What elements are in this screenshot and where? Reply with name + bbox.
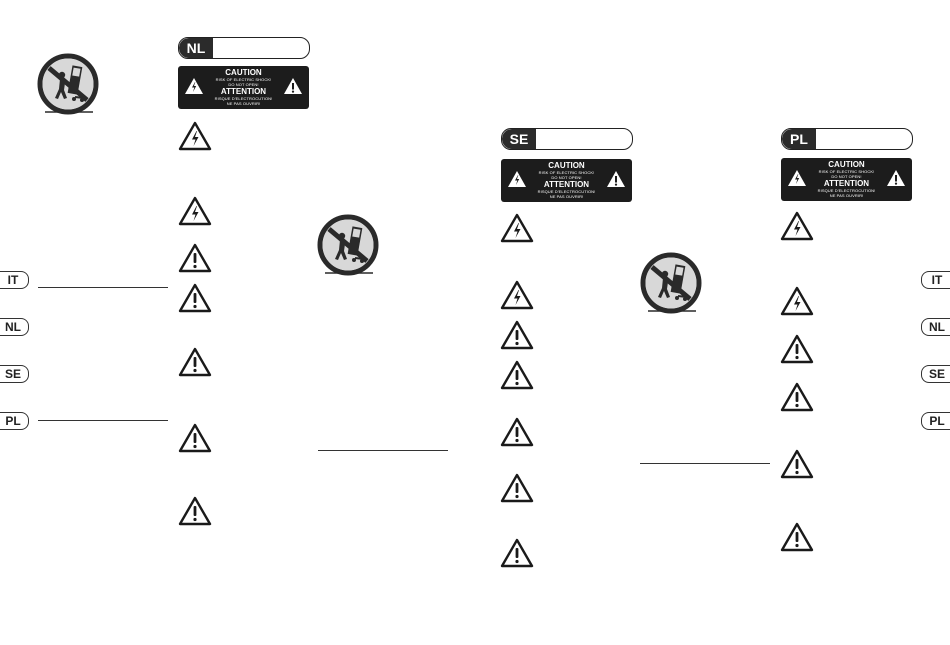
general-warning-icon <box>780 382 814 412</box>
divider-rule <box>318 450 448 451</box>
caution-title: CAUTION <box>828 160 865 169</box>
language-code: NL <box>179 38 213 58</box>
language-code: SE <box>502 129 536 149</box>
electric-shock-warning-icon <box>178 196 212 226</box>
general-warning-icon <box>886 169 906 187</box>
side-tab-pl[interactable]: PL <box>0 412 29 430</box>
side-tab-pl[interactable]: PL <box>921 412 950 430</box>
general-warning-icon <box>500 320 534 350</box>
caution-line: RISQUE D'ELECTROCUTION! <box>537 189 596 194</box>
side-tab-it[interactable]: IT <box>0 271 29 289</box>
general-warning-icon <box>178 283 212 313</box>
electric-shock-warning-icon <box>500 280 534 310</box>
divider-rule <box>640 463 770 464</box>
no-cart-tipover-icon <box>37 53 99 115</box>
caution-line: RISQUE D'ELECTROCUTION! <box>214 96 273 101</box>
caution-line: RISQUE D'ELECTROCUTION! <box>817 188 876 193</box>
language-header-se: SE <box>501 128 633 150</box>
attention-title: ATTENTION <box>543 180 590 189</box>
side-tab-nl[interactable]: NL <box>0 318 29 336</box>
general-warning-icon <box>500 360 534 390</box>
side-tab-it[interactable]: IT <box>921 271 950 289</box>
electric-shock-warning-icon <box>780 286 814 316</box>
caution-line: DO NOT OPEN! <box>551 175 582 180</box>
attention-title: ATTENTION <box>823 179 870 188</box>
general-warning-icon <box>500 473 534 503</box>
general-warning-icon <box>780 334 814 364</box>
general-warning-icon <box>780 522 814 552</box>
general-warning-icon <box>606 170 626 188</box>
electric-shock-warning-icon <box>184 77 204 95</box>
caution-line: NE PAS OUVRIR! <box>226 101 261 106</box>
general-warning-icon <box>780 449 814 479</box>
electric-shock-warning-icon <box>787 169 807 187</box>
caution-banner: CAUTION RISK OF ELECTRIC SHOCK! DO NOT O… <box>781 158 912 201</box>
divider-rule <box>38 287 168 288</box>
electric-shock-warning-icon <box>780 211 814 241</box>
side-tab-nl[interactable]: NL <box>921 318 950 336</box>
caution-line: NE PAS OUVRIR! <box>829 193 864 198</box>
attention-title: ATTENTION <box>220 87 267 96</box>
caution-line: RISK OF ELECTRIC SHOCK! <box>215 77 272 82</box>
no-cart-tipover-icon <box>640 252 702 314</box>
caution-line: NE PAS OUVRIR! <box>549 194 584 199</box>
caution-line: DO NOT OPEN! <box>228 82 259 87</box>
side-tab-se[interactable]: SE <box>921 365 950 383</box>
caution-banner: CAUTION RISK OF ELECTRIC SHOCK! DO NOT O… <box>501 159 632 202</box>
electric-shock-warning-icon <box>500 213 534 243</box>
divider-rule <box>38 420 168 421</box>
caution-title: CAUTION <box>548 161 585 170</box>
general-warning-icon <box>178 243 212 273</box>
electric-shock-warning-icon <box>178 121 212 151</box>
general-warning-icon <box>178 496 212 526</box>
caution-banner: CAUTION RISK OF ELECTRIC SHOCK! DO NOT O… <box>178 66 309 109</box>
general-warning-icon <box>178 347 212 377</box>
caution-line: RISK OF ELECTRIC SHOCK! <box>818 169 875 174</box>
general-warning-icon <box>500 538 534 568</box>
no-cart-tipover-icon <box>317 214 379 276</box>
caution-line: DO NOT OPEN! <box>831 174 862 179</box>
side-tab-se[interactable]: SE <box>0 365 29 383</box>
general-warning-icon <box>283 77 303 95</box>
language-header-nl: NL <box>178 37 310 59</box>
general-warning-icon <box>500 417 534 447</box>
electric-shock-warning-icon <box>507 170 527 188</box>
language-code: PL <box>782 129 816 149</box>
caution-title: CAUTION <box>225 68 262 77</box>
caution-line: RISK OF ELECTRIC SHOCK! <box>538 170 595 175</box>
language-header-pl: PL <box>781 128 913 150</box>
general-warning-icon <box>178 423 212 453</box>
